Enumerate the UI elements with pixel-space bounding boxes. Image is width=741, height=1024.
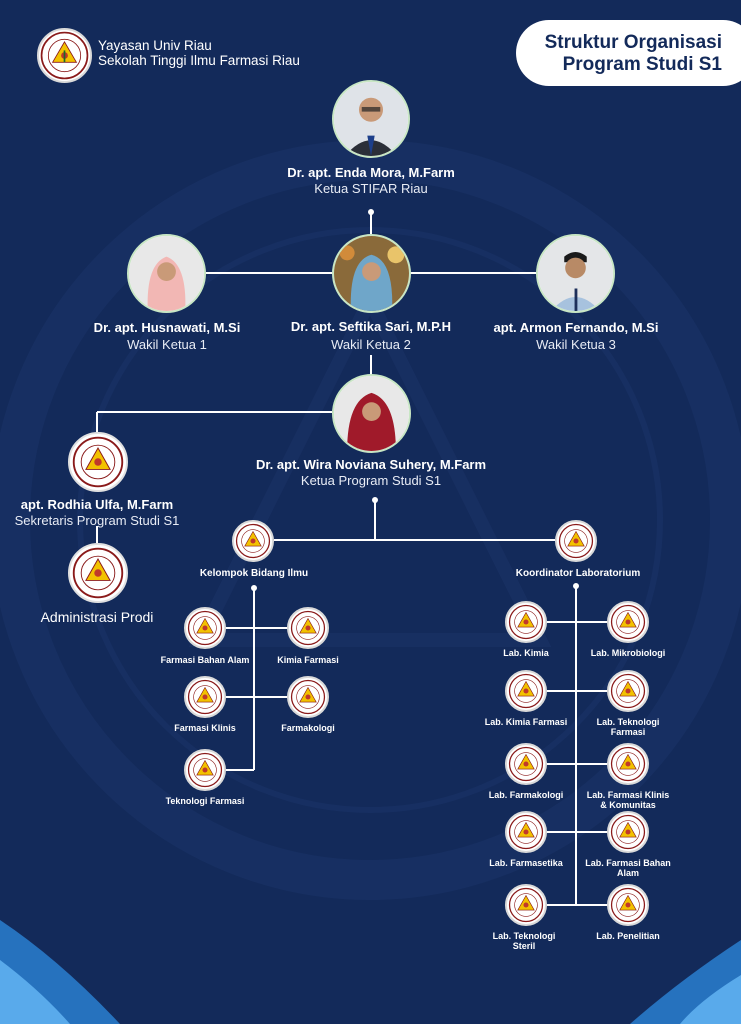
vice1-role: Wakil Ketua 1 (127, 337, 207, 352)
laboratorium-label: Koordinator Laboratorium (515, 568, 641, 579)
lab-seal (505, 811, 547, 853)
bidang-item-label: Teknologi Farmasi (165, 796, 245, 806)
person-icon (334, 236, 409, 311)
secretary-role: Sekretaris Program Studi S1 (14, 513, 180, 528)
lab-item-label: Lab. Kimia (503, 648, 549, 658)
laboratorium-seal (555, 520, 597, 562)
bidang-ilmu-seal (232, 520, 274, 562)
seal-icon (610, 746, 646, 782)
watermark-circle (0, 140, 741, 900)
person-icon (538, 236, 613, 311)
lab-seal (607, 601, 649, 643)
connectors (96, 212, 607, 906)
header-logo (37, 28, 92, 83)
lab-seal (607, 743, 649, 785)
lab-seal (505, 884, 547, 926)
program-head-role: Ketua Program Studi S1 (300, 473, 442, 488)
admin-label: Administrasi Prodi (40, 609, 154, 625)
secretary-name: apt. Rodhia Ulfa, M.Farm (20, 497, 174, 512)
bidang-item-label: Farmasi Bahan Alam (160, 655, 250, 665)
bidang-ilmu-label: Kelompok Bidang Ilmu (199, 568, 309, 579)
bidang-seal (184, 607, 226, 649)
seal-icon (72, 436, 124, 488)
header-foundation: Yayasan Univ Riau (98, 38, 212, 53)
person-icon (334, 82, 408, 156)
seal-icon (508, 814, 544, 850)
lab-seal (505, 670, 547, 712)
bidang-item-label: Farmasi Klinis (174, 723, 236, 733)
seal-icon (290, 679, 326, 715)
lab-item-label: Lab. Farmasi Klinis & Komunitas (586, 790, 670, 810)
bidang-item-label: Kimia Farmasi (277, 655, 339, 665)
lab-seal (607, 811, 649, 853)
vice2-name: Dr. apt. Seftika Sari, M.P.H (290, 319, 452, 334)
vice2-role: Wakil Ketua 2 (331, 337, 411, 352)
seal-icon (187, 610, 223, 646)
vice3-photo (536, 234, 615, 313)
program-head-name: Dr. apt. Wira Noviana Suhery, M.Farm (255, 457, 487, 472)
seal-icon (508, 746, 544, 782)
lab-item-label: Lab. Kimia Farmasi (484, 717, 568, 727)
lab-item-label: Lab. Farmasi Bahan Alam (585, 858, 671, 878)
chair-name: Dr. apt. Enda Mora, M.Farm (287, 165, 455, 180)
chair-photo (332, 80, 410, 158)
seal-icon (610, 673, 646, 709)
seal-icon (72, 547, 124, 599)
lab-seal (607, 670, 649, 712)
lab-seal (505, 601, 547, 643)
seal-icon (187, 752, 223, 788)
program-head-photo (332, 374, 411, 453)
page-title-line2: Program Studi S1 (562, 54, 722, 75)
seal-icon (40, 31, 89, 80)
seal-icon (610, 814, 646, 850)
seal-icon (610, 887, 646, 923)
lab-item-label: Lab. Teknologi Steril (492, 931, 556, 951)
vice2-photo (332, 234, 411, 313)
seal-icon (610, 604, 646, 640)
chair-role: Ketua STIFAR Riau (314, 181, 428, 196)
lab-item-label: Lab. Mikrobiologi (590, 648, 666, 658)
lab-item-label: Lab. Teknologi Farmasi (596, 717, 660, 737)
header-institution: Sekolah Tinggi Ilmu Farmasi Riau (98, 53, 300, 68)
bidang-seal (184, 676, 226, 718)
bidang-seal (287, 607, 329, 649)
vice3-name: apt. Armon Fernando, M.Si (493, 320, 659, 335)
vice1-photo (127, 234, 206, 313)
lab-seal (505, 743, 547, 785)
admin-seal (68, 543, 128, 603)
seal-icon (508, 604, 544, 640)
seal-icon (187, 679, 223, 715)
seal-icon (508, 887, 544, 923)
page-title-box: Struktur Organisasi Program Studi S1 (516, 20, 741, 86)
secretary-seal (68, 432, 128, 492)
lab-item-label: Lab. Farmakologi (488, 790, 564, 800)
seal-icon (290, 610, 326, 646)
vice1-name: Dr. apt. Husnawati, M.Si (93, 320, 241, 335)
person-icon (129, 236, 204, 311)
lab-item-label: Lab. Penelitian (596, 931, 660, 941)
bidang-seal (184, 749, 226, 791)
bidang-item-label: Farmakologi (281, 723, 335, 733)
vice3-role: Wakil Ketua 3 (536, 337, 616, 352)
seal-icon (508, 673, 544, 709)
bidang-seal (287, 676, 329, 718)
lab-item-label: Lab. Farmasetika (489, 858, 563, 868)
page-title-line1: Struktur Organisasi (544, 32, 722, 53)
seal-icon (558, 523, 594, 559)
seal-icon (235, 523, 271, 559)
lab-seal (607, 884, 649, 926)
person-icon (334, 376, 409, 451)
